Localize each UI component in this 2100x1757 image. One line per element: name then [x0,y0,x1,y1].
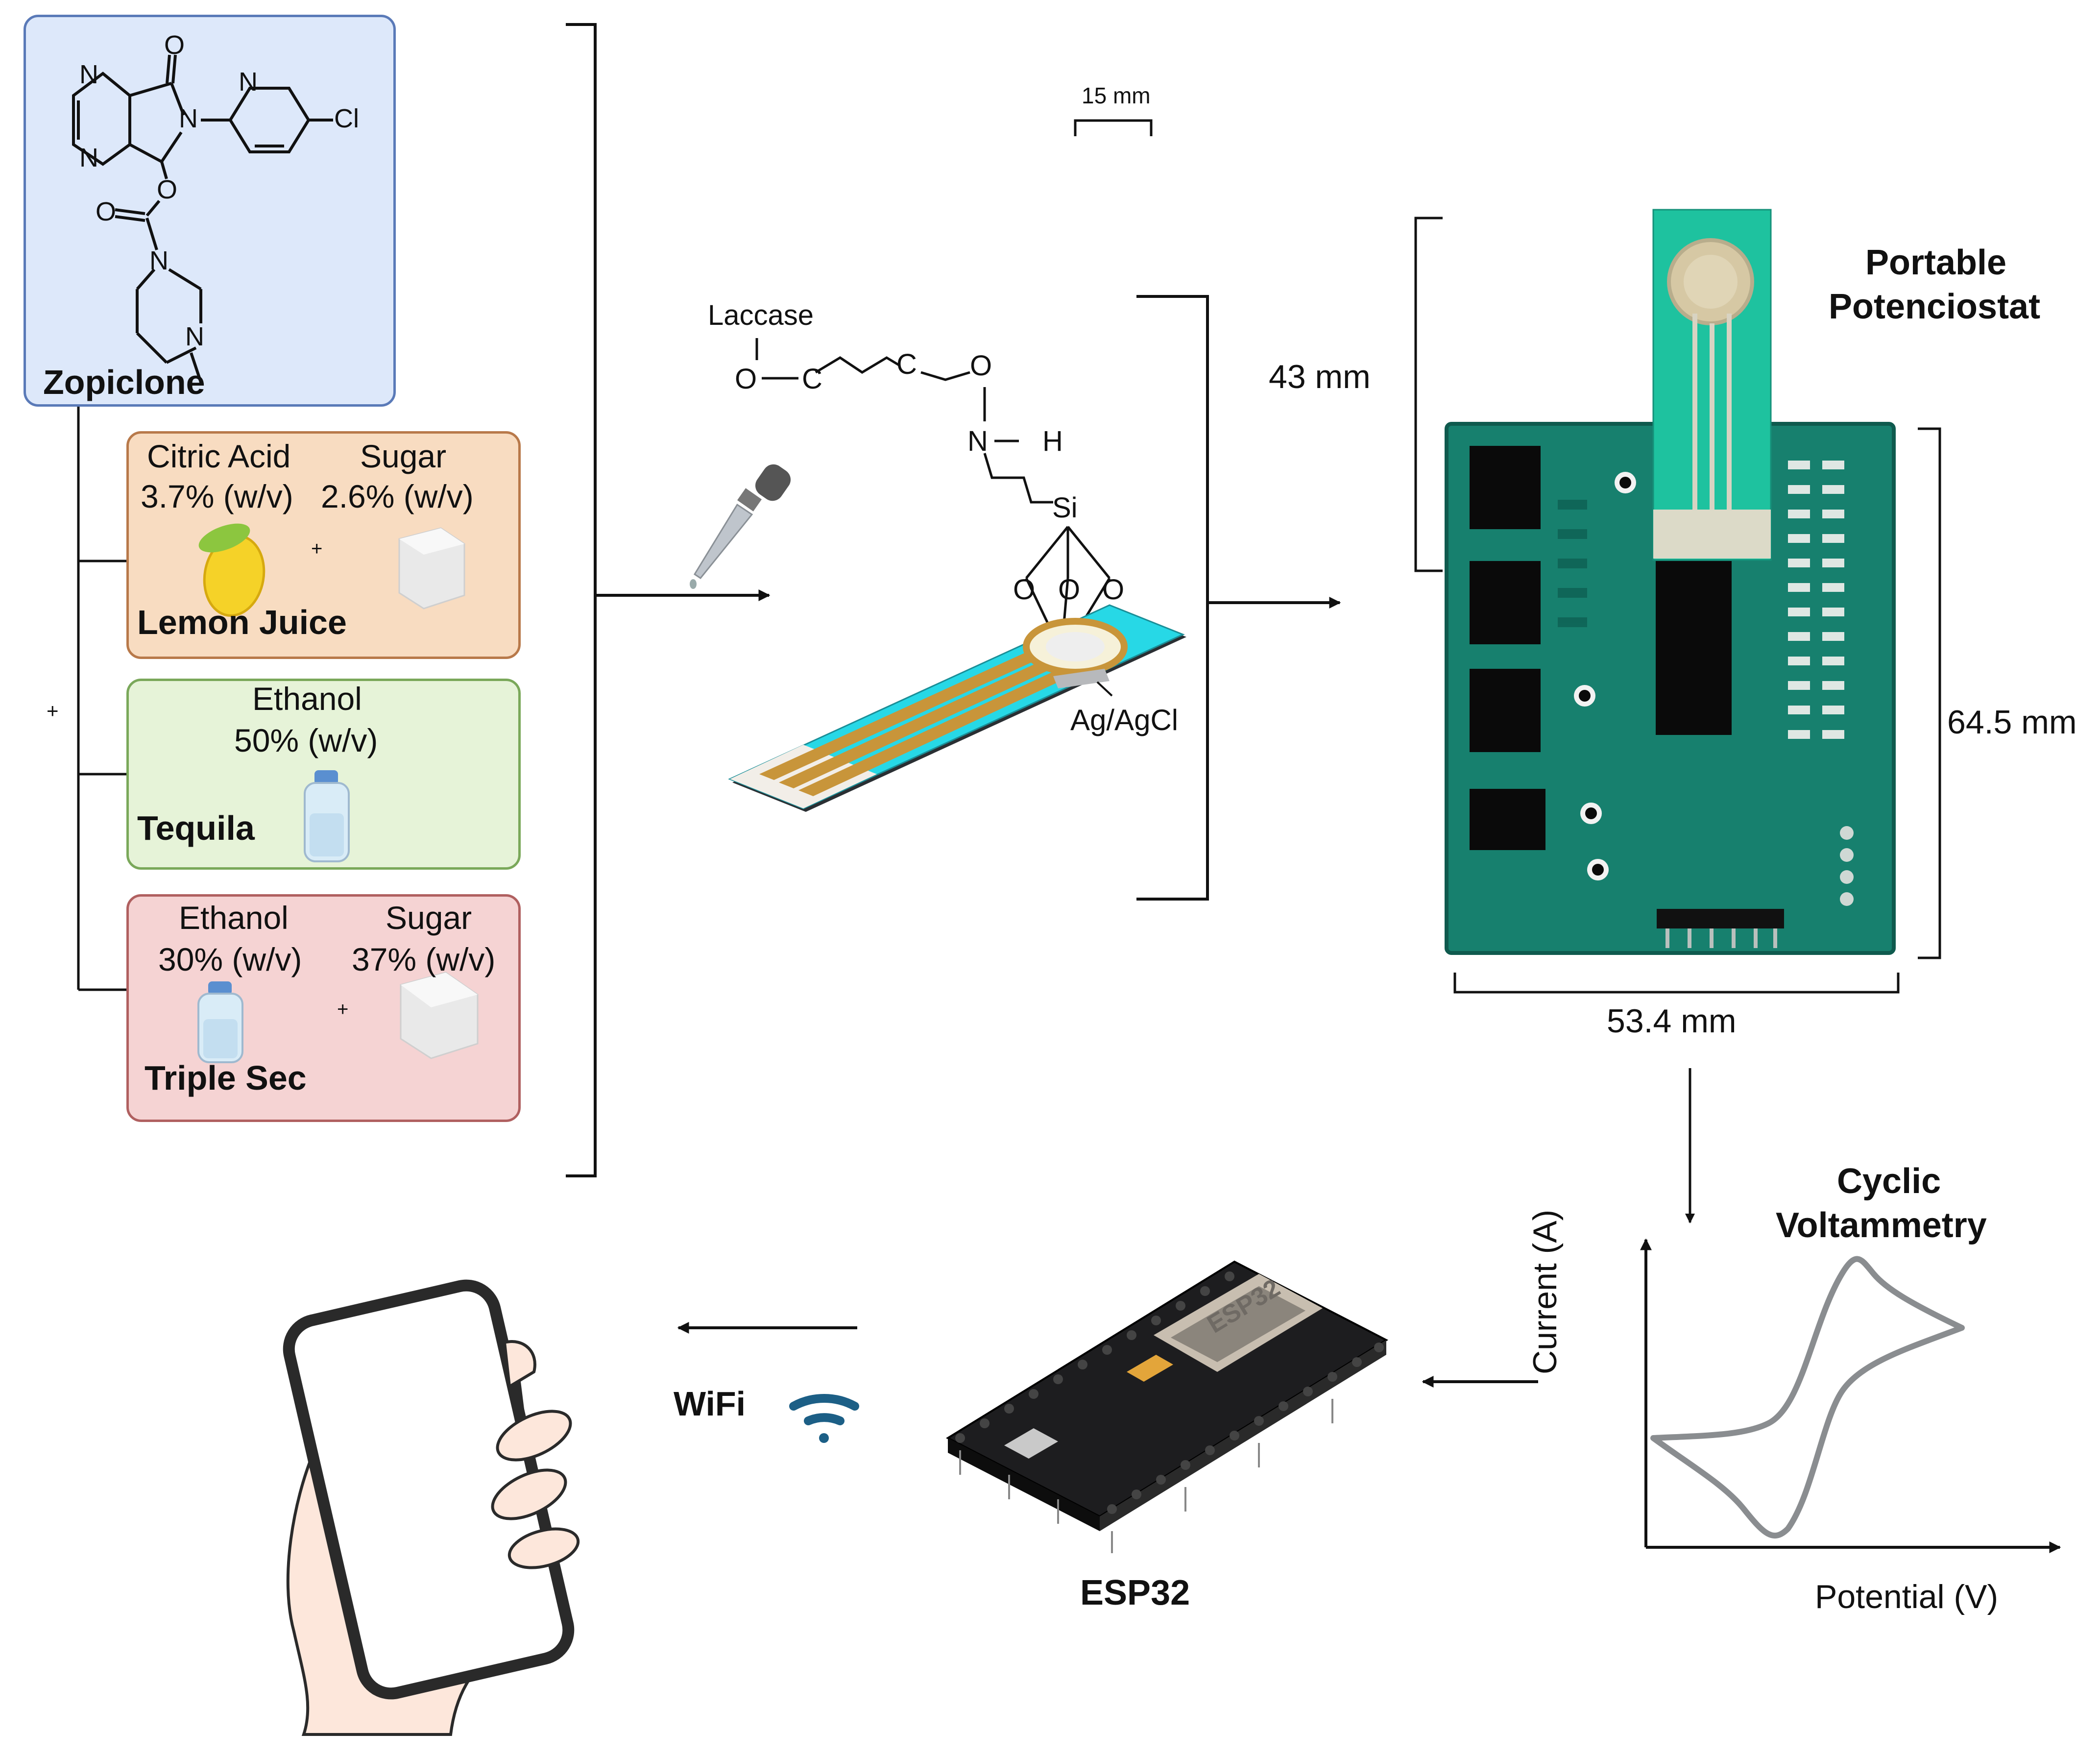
strip-length-label: 43 mm [1269,358,1371,395]
lemon-citric-acid-name: Citric Acid [147,438,291,474]
laccase-label: Laccase [708,299,814,331]
linker-atom-n: N [967,425,988,457]
cv-plot [1640,1238,2061,1553]
triple-ethanol-name: Ethanol [179,900,289,936]
lemon-sugar-name: Sugar [360,438,447,474]
board-height-label: 64.5 mm [1947,704,2077,741]
linker-atom-c: C [802,363,822,395]
esp32-board [945,1260,1389,1553]
cv-x-axis-label: Potential (V) [1815,1578,1999,1615]
hand-phone-icon [283,1279,580,1736]
mix-plus: + [47,699,59,722]
linker-atom-si: Si [1052,492,1078,524]
triple-ethanol-conc: 30% (w/v) [158,941,302,977]
zopiclone-atom-o: O [157,175,178,204]
lemon-plus: + [311,538,323,560]
zopiclone-atom-n: N [79,143,98,172]
tequila-name: Tequila [137,809,255,847]
linker-chemistry [755,338,1111,635]
cv-curve [1650,1256,1965,1539]
cv-title-line2: Voltammetry [1776,1206,1987,1245]
zopiclone-atom-o: O [96,197,117,226]
zopiclone-atom-cl: Cl [334,104,359,133]
zopiclone-atom-n: N [179,104,198,133]
zopiclone-name: Zopiclone [43,363,205,401]
wifi-icon [789,1393,859,1443]
esp32-label: ESP32 [1080,1573,1190,1612]
zopiclone-atom-n: N [185,322,204,351]
tequila-ethanol-conc: 50% (w/v) [234,722,378,758]
zopiclone-atom-n: N [79,60,98,89]
linker-atom-o: O [735,363,757,395]
zopiclone-atom-o: O [164,30,185,60]
triple-sugar-conc: 37% (w/v) [352,941,496,977]
cv-title-line1: Cyclic [1837,1162,1941,1201]
scale-bar [1074,119,1153,136]
sensor-bracket [1136,295,1341,901]
potentiostat-title-line1: Portable [1865,243,2007,282]
lemon-juice-name: Lemon Juice [137,603,347,641]
linker-atom-o: O [1013,574,1036,606]
cv-y-axis-label: Current (A) [1526,1209,1564,1374]
dimension-brackets [1414,217,1941,1223]
scale-bar-label: 15 mm [1082,83,1151,108]
linker-atom-o: O [1102,574,1125,606]
linker-atom-c: C [896,348,917,380]
samples-bracket [566,23,771,1177]
triple-sec-name: Triple Sec [145,1059,307,1097]
tequila-ethanol-name: Ethanol [252,681,362,717]
triple-sugar-name: Sugar [386,900,472,936]
linker-atom-h: H [1042,425,1063,457]
triple-plus: + [337,999,349,1020]
potentiostat-title-line2: Potenciostat [1829,287,2041,326]
mix-connector [77,407,126,991]
dropper-icon [690,464,791,589]
wifi-label: WiFi [674,1385,746,1423]
lemon-citric-acid-conc: 3.7% (w/v) [141,478,293,514]
reference-electrode-label: Ag/AgCl [1070,704,1179,736]
linker-atom-o: O [970,350,992,382]
board-width-label: 53.4 mm [1607,1002,1737,1040]
lemon-sugar-conc: 2.6% (w/v) [321,478,474,514]
zopiclone-atom-n: N [239,67,258,97]
potentiostat-board [1445,209,1896,955]
screen-printed-sensor [728,604,1186,812]
zopiclone-atom-n: N [149,246,169,275]
lemon-juice-box [126,431,521,659]
linker-atom-o: O [1058,574,1081,606]
